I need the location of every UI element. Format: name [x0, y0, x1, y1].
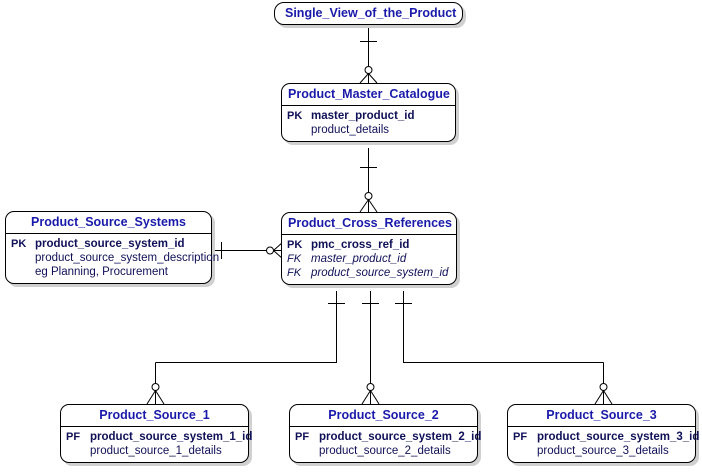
- attribute-row: PF product_source_system_1_id: [66, 430, 252, 444]
- attribute-row: PK master_product_id: [287, 109, 450, 123]
- entity-attribute-list: PF product_source_system_1_id product_so…: [61, 427, 252, 462]
- attribute-row: PK pmc_cross_ref_id: [287, 238, 451, 252]
- entity-title: Product_Source_2: [290, 405, 477, 427]
- entity-title: Product_Cross_References: [282, 213, 456, 235]
- attribute-name: master_product_id: [311, 110, 415, 122]
- attribute-name: pmc_cross_ref_id: [311, 239, 410, 251]
- entity-title: Product_Source_Systems: [6, 212, 211, 234]
- attribute-row: eg Planning, Procurement: [11, 265, 206, 279]
- attribute-key: FK: [287, 253, 302, 265]
- entity-title: Product_Source_3: [508, 405, 695, 427]
- entity-title: Single_View_of_the_Product: [285, 6, 457, 20]
- attribute-row: PK product_source_system_id: [11, 237, 206, 251]
- entity-attribute-list: PF product_source_system_2_id product_so…: [290, 427, 481, 462]
- attribute-row: product_source_3_details: [513, 444, 690, 458]
- entity-product-cross-references[interactable]: Product_Cross_References PK pmc_cross_re…: [281, 212, 457, 285]
- attribute-key: PF: [66, 431, 81, 443]
- attribute-key: PF: [513, 431, 528, 443]
- entity-product-source-1[interactable]: Product_Source_1 PF product_source_syste…: [60, 404, 252, 463]
- attribute-name: product_source_system_2_id: [319, 431, 482, 443]
- attribute-name: product_details: [311, 124, 389, 136]
- entity-product-source-2[interactable]: Product_Source_2 PF product_source_syste…: [289, 404, 481, 463]
- entity-title: Product_Master_Catalogue: [282, 84, 455, 106]
- attribute-name: product_source_system_id: [35, 238, 185, 250]
- attribute-key: FK: [287, 267, 302, 279]
- attribute-row: product_source_system_description: [11, 251, 219, 265]
- entity-product-master-catalogue[interactable]: Product_Master_Catalogue PK master_produ…: [281, 83, 456, 142]
- attribute-row: product_details: [287, 123, 450, 137]
- attribute-key: PF: [295, 431, 310, 443]
- entity-product-source-systems[interactable]: Product_Source_Systems PK product_source…: [5, 211, 219, 284]
- entity-attribute-list: PK product_source_system_id product_sour…: [6, 234, 219, 283]
- attribute-row: product_source_2_details: [295, 444, 472, 458]
- attribute-name: product_source_3_details: [537, 445, 669, 457]
- entity-product-source-3[interactable]: Product_Source_3 PF product_source_syste…: [507, 404, 699, 463]
- entity-attribute-list: PK pmc_cross_ref_id FK master_product_id…: [282, 235, 456, 284]
- attribute-name: product_source_1_details: [90, 445, 222, 457]
- attribute-key: PK: [11, 238, 27, 250]
- attribute-name: product_source_system_1_id: [90, 431, 253, 443]
- entity-single-view-of-the-product[interactable]: Single_View_of_the_Product: [274, 2, 463, 25]
- attribute-name: master_product_id: [311, 253, 407, 265]
- entity-attribute-list: PK master_product_id product_details: [282, 106, 455, 141]
- attribute-row: PF product_source_system_3_id: [513, 430, 699, 444]
- entity-title: Product_Source_1: [61, 405, 248, 427]
- attribute-name: product_source_system_3_id: [537, 431, 700, 443]
- attribute-row: PF product_source_system_2_id: [295, 430, 481, 444]
- attribute-name: eg Planning, Procurement: [35, 266, 168, 278]
- attribute-name: product_source_system_description: [35, 252, 220, 264]
- attribute-row: product_source_1_details: [66, 444, 243, 458]
- entity-attribute-list: PF product_source_system_3_id product_so…: [508, 427, 699, 462]
- attribute-name: product_source_system_id: [311, 267, 449, 279]
- attribute-key: PK: [287, 239, 303, 251]
- attribute-name: product_source_2_details: [319, 445, 451, 457]
- attribute-row: FK master_product_id: [287, 252, 451, 266]
- attribute-key: PK: [287, 110, 303, 122]
- attribute-row: FK product_source_system_id: [287, 266, 451, 280]
